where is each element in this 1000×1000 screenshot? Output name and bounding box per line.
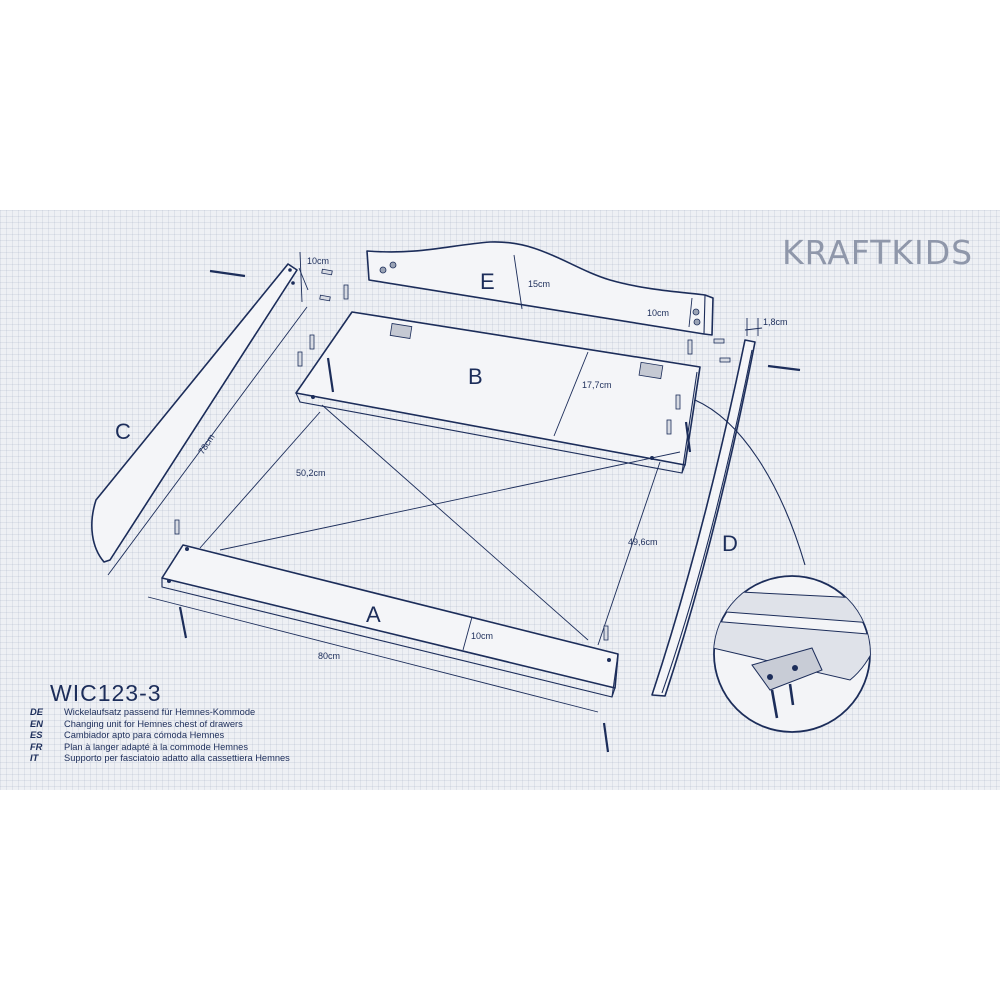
dim-e-height: 15cm [528,279,550,289]
dim-b-depth: 17,7cm [582,380,612,390]
description-en: EN Changing unit for Hemnes chest of dra… [30,718,243,729]
blueprint-sheet [0,210,1000,790]
brand-logo: KRAFTKIDS [782,233,974,272]
dim-e-end: 10cm [647,308,669,318]
part-d [651,339,756,697]
part-b [295,311,701,474]
description-list: DE Wickelaufsatz passend für Hemnes-Komm… [30,707,290,765]
label-part-d: D [722,531,738,556]
part-e [366,241,714,336]
cross-dimensions [199,404,681,646]
description-es: ES Cambiador apto para cómoda Hemnes [30,730,225,741]
hardware [174,268,801,753]
dim-diag-right: 49,6cm [628,537,658,547]
dim-a-length: 80cm [318,651,340,661]
dim-c-width: 10cm [307,256,329,266]
label-part-c: C [115,419,131,444]
description-fr: FR Plan à langer adapté à la commode Hem… [30,741,248,752]
part-c [91,263,298,563]
description-it: IT Supporto per fasciatoio adatto alla c… [30,753,290,764]
model-number: WIC123-3 [50,680,162,706]
label-part-a: A [366,602,381,627]
label-part-b: B [468,364,483,389]
dim-a-height: 10cm [471,631,493,641]
dim-d-thickness: 1,8cm [763,317,788,327]
detail-circle [713,575,871,733]
dim-diag-left: 50,2cm [296,468,326,478]
label-part-e: E [480,269,495,294]
dim-c-length: 78cm [196,432,216,456]
description-de: DE Wickelaufsatz passend für Hemnes-Komm… [30,707,256,717]
part-a [161,544,619,698]
